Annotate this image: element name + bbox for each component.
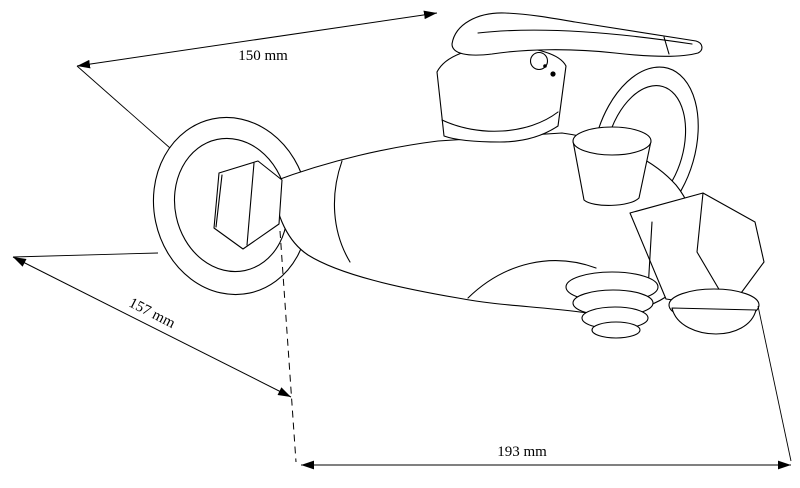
lever-tip-line: [663, 36, 670, 55]
cartridge-collar-line: [441, 111, 559, 132]
indicator-ring: [529, 51, 549, 71]
indicator-dot-small: [543, 64, 547, 68]
faucet-outline: [152, 12, 765, 339]
indicator-dot-large: [550, 71, 556, 77]
dimension-label-193: 193 mm: [497, 444, 547, 460]
extension-line-left: [12, 252, 159, 258]
hose-nut-bottom: [671, 307, 757, 335]
dimension-line-150: [76, 10, 438, 69]
dimension-label-150: 150 mm: [238, 48, 288, 64]
dimension-line-157: [12, 256, 292, 398]
cartridge-housing: [436, 45, 567, 143]
diverter-knob: [572, 126, 652, 206]
spout-contour-line: [467, 260, 597, 299]
hex-nut: [213, 160, 283, 250]
hose-connector: [629, 192, 765, 335]
dimension-length-193: 193 mm: [301, 444, 791, 470]
extension-line-top: [76, 65, 171, 149]
extension-line-right: [757, 305, 792, 462]
lever-handle: [451, 12, 703, 57]
dimension-width-150: 150 mm: [76, 10, 438, 69]
body-contour-line: [333, 160, 351, 263]
aerator-outlet: [565, 271, 659, 339]
